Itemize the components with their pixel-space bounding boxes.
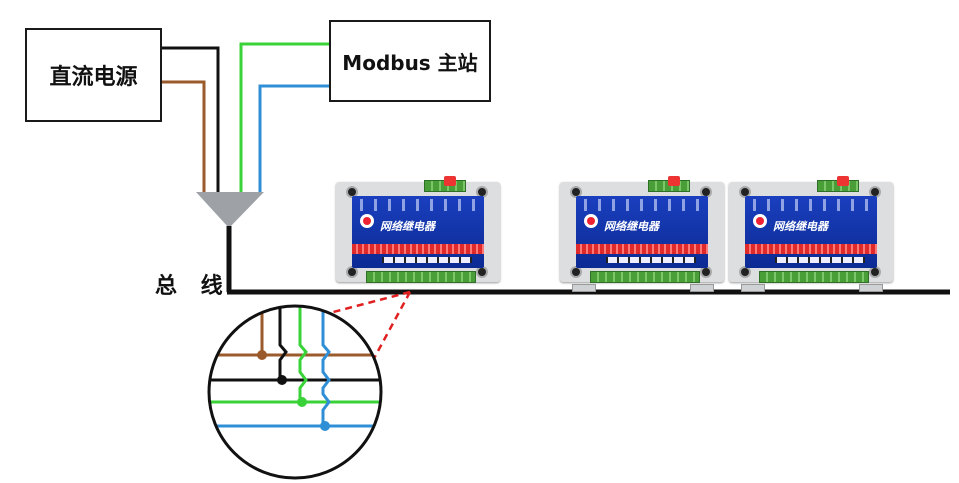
wire-brown-psu bbox=[162, 80, 206, 192]
relay-panel: 网络继电器 bbox=[576, 196, 708, 268]
relay-title: 网络继电器 bbox=[773, 220, 828, 233]
wire-black-psu bbox=[162, 46, 220, 192]
relay-panel: 网络继电器 bbox=[352, 196, 484, 268]
relay-title: 网络继电器 bbox=[380, 220, 435, 233]
zoom-circle-border bbox=[207, 304, 383, 480]
bus-label: 总 线 bbox=[155, 274, 231, 299]
zoom-detail bbox=[209, 306, 381, 478]
modbus-master-box: Modbus 主站 bbox=[329, 20, 491, 102]
relay-module-3: 网络继电器 bbox=[729, 176, 893, 292]
relay-panel: 网络继电器 bbox=[745, 196, 877, 268]
brand-logo-icon bbox=[584, 214, 598, 228]
power-supply-box: 直流电源 bbox=[25, 28, 162, 122]
bus-merge-funnel bbox=[196, 192, 264, 228]
brand-logo-icon bbox=[753, 214, 767, 228]
relay-module-1: 网络继电器 bbox=[336, 176, 500, 284]
wire-blue-master bbox=[258, 84, 329, 192]
callout-line bbox=[317, 290, 411, 318]
power-supply-label: 直流电源 bbox=[49, 65, 138, 90]
relay-module-2: 网络继电器 bbox=[560, 176, 724, 292]
wire-green-master bbox=[239, 42, 329, 192]
brand-logo-icon bbox=[360, 214, 374, 228]
relay-title: 网络继电器 bbox=[604, 220, 659, 233]
modbus-master-label: Modbus 主站 bbox=[342, 50, 478, 75]
